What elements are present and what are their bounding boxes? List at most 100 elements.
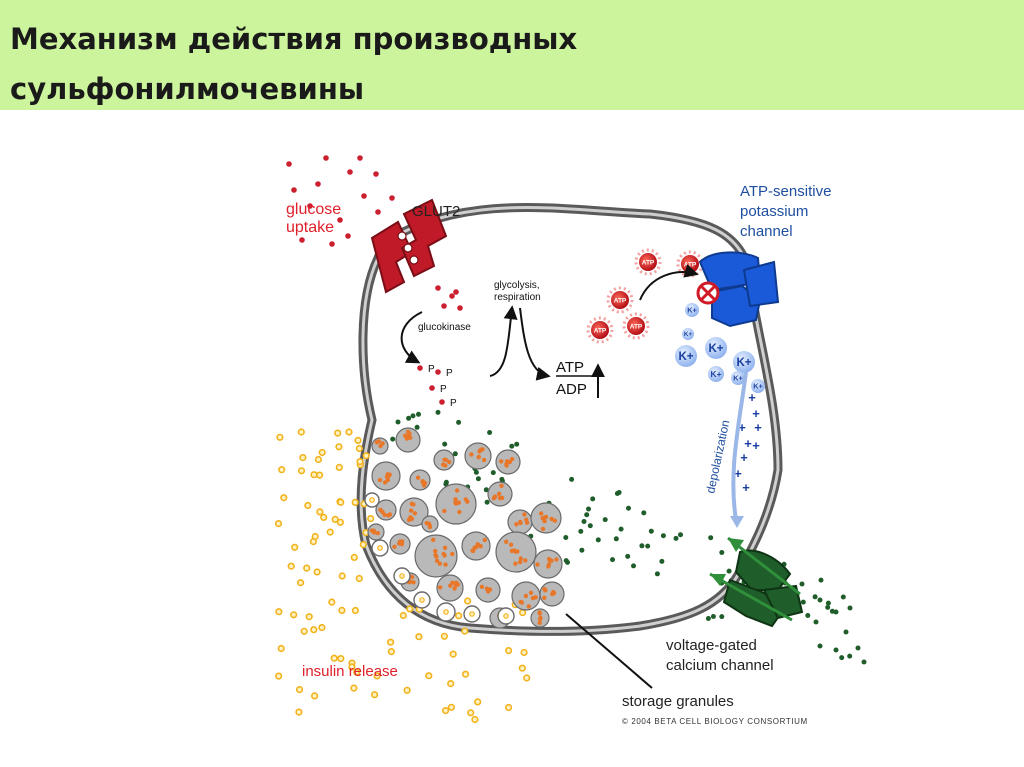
insulin-molecule bbox=[274, 519, 283, 528]
calcium-channel-label-1: voltage-gated bbox=[666, 637, 757, 654]
insulin-molecule bbox=[305, 613, 313, 621]
insulin-molecule bbox=[297, 467, 306, 475]
insulin-molecule bbox=[337, 498, 345, 506]
storage-granule bbox=[530, 502, 562, 534]
storage-granules-group bbox=[364, 427, 565, 629]
atp-label: ATP bbox=[556, 359, 584, 376]
storage-granule bbox=[389, 533, 411, 555]
glucokinase-arrow bbox=[400, 311, 423, 364]
insulin-molecule bbox=[303, 564, 311, 572]
calcium-ion bbox=[490, 470, 496, 476]
copyright-label: © 2004 BETA CELL BIOLOGY CONSORTIUM bbox=[622, 717, 808, 726]
glycolysis-label-1: glycolysis, bbox=[494, 280, 540, 291]
insulin-molecule bbox=[300, 627, 308, 635]
atp-molecule: ATP bbox=[634, 248, 662, 276]
glucose-molecule bbox=[389, 195, 395, 201]
voltage-gated-calcium-channel bbox=[709, 536, 804, 628]
calcium-ion bbox=[817, 643, 823, 649]
calcium-ion bbox=[705, 616, 711, 621]
positive-charge: + bbox=[752, 438, 760, 453]
glucose-molecule bbox=[375, 209, 381, 215]
insulin-molecule bbox=[464, 597, 472, 605]
glucose-molecule bbox=[323, 155, 329, 161]
calcium-ion bbox=[414, 424, 420, 430]
atp-molecule-label: ATP bbox=[684, 262, 697, 269]
calcium-ion bbox=[442, 441, 448, 447]
glucose-molecule bbox=[315, 181, 321, 187]
insulin-molecule bbox=[447, 703, 456, 711]
insulin-molecule bbox=[354, 436, 362, 445]
insulin-molecule bbox=[338, 572, 346, 580]
calcium-ion bbox=[833, 609, 839, 615]
calcium-ion bbox=[590, 496, 596, 502]
calcium-ion bbox=[610, 557, 615, 563]
potassium-ion: K+ bbox=[675, 345, 697, 367]
calcium-ion bbox=[659, 558, 665, 564]
potassium-ions: K+K+K+K+K+K+K+K+ bbox=[675, 303, 765, 393]
glucose-molecule bbox=[357, 155, 363, 161]
glucose-molecule bbox=[417, 365, 423, 371]
insulin-molecule bbox=[276, 433, 284, 441]
insulin-molecule bbox=[310, 471, 318, 479]
atp-sensitive-potassium-channel bbox=[696, 251, 780, 328]
glucokinase-label: glucokinase bbox=[418, 322, 471, 333]
calcium-ion bbox=[475, 476, 481, 482]
insulin-molecule bbox=[304, 501, 312, 510]
insulin-molecule bbox=[373, 672, 381, 680]
insulin-molecule bbox=[440, 632, 449, 640]
glut2-label: GLUT2 bbox=[412, 203, 460, 220]
insulin-molecule bbox=[313, 568, 321, 576]
storage-granule bbox=[399, 497, 429, 527]
potassium-ion: K+ bbox=[682, 328, 694, 340]
insulin-molecule bbox=[330, 654, 338, 662]
potassium-ion: K+ bbox=[733, 351, 755, 373]
calcium-ion bbox=[654, 571, 660, 577]
calcium-ion bbox=[584, 512, 590, 518]
calcium-ion bbox=[641, 510, 647, 516]
glucose-molecule bbox=[286, 161, 292, 167]
adp-label: ADP bbox=[556, 381, 587, 398]
glucose-molecule bbox=[291, 187, 297, 193]
insulin-molecule bbox=[425, 672, 433, 680]
calcium-ion bbox=[631, 563, 636, 569]
insulin-molecule bbox=[278, 466, 286, 474]
calcium-ion bbox=[833, 647, 839, 653]
calcium-ion bbox=[456, 419, 462, 425]
insulin-molecule bbox=[387, 647, 396, 656]
insulin-molecule bbox=[350, 553, 358, 562]
potassium-ion-label: K+ bbox=[687, 305, 697, 314]
calcium-ion bbox=[812, 594, 818, 600]
insulin-molecule bbox=[316, 471, 324, 479]
potassium-ion-label: K+ bbox=[708, 343, 723, 355]
insulin-molecule bbox=[290, 611, 298, 619]
phosphate-label: P bbox=[450, 398, 457, 409]
glucose-molecule bbox=[439, 399, 445, 405]
insulin-molecule bbox=[399, 611, 407, 620]
insulin-molecule bbox=[311, 532, 319, 541]
storage-granule bbox=[539, 581, 565, 607]
calcium-ion bbox=[569, 476, 575, 482]
insulin-molecule bbox=[505, 703, 513, 712]
title-bar: Механизм действия производных сульфонилм… bbox=[0, 0, 1024, 110]
calcium-ion bbox=[581, 519, 587, 524]
storage-granule bbox=[409, 469, 431, 491]
glucose-molecule bbox=[373, 171, 379, 177]
insulin-molecule bbox=[474, 698, 482, 706]
insulin-molecule bbox=[335, 463, 343, 472]
calcium-ion bbox=[579, 547, 585, 553]
insulin-molecule bbox=[318, 448, 326, 457]
calcium-ion bbox=[818, 577, 824, 583]
glucose-uptake-label-2: uptake bbox=[286, 219, 334, 236]
insulin-molecule bbox=[505, 646, 513, 655]
storage-granule bbox=[533, 549, 563, 579]
insulin-molecule bbox=[328, 598, 336, 606]
atp-channel-label-1: ATP-sensitive bbox=[740, 183, 831, 200]
insulin-molecule bbox=[297, 428, 305, 436]
storage-granule bbox=[495, 449, 521, 475]
storage-granule bbox=[487, 481, 513, 507]
potassium-ion-label: K+ bbox=[684, 331, 693, 338]
insulin-molecules bbox=[274, 428, 531, 724]
potassium-ion-label: K+ bbox=[733, 373, 743, 382]
